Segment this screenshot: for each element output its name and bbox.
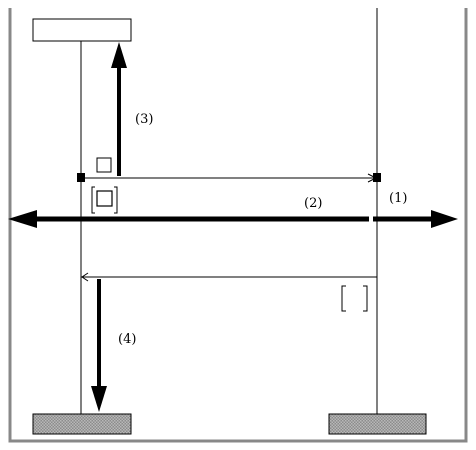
- lower-line-arrowhead: [81, 272, 89, 282]
- arrow-4-head: [91, 386, 107, 412]
- upper-line-left-marker: [77, 173, 85, 182]
- bracket-left: [91, 186, 95, 214]
- outer-frame: [8, 8, 468, 443]
- arrow-2-head: [8, 210, 37, 228]
- small-square-marker: [96, 157, 112, 173]
- label-2: (2): [304, 196, 322, 211]
- empty-bracket-left: [341, 285, 346, 312]
- bottom-left-block: [32, 413, 132, 435]
- arrow-1-head: [431, 210, 458, 228]
- bracket-right: [114, 186, 118, 214]
- bracketed-square: [96, 190, 113, 207]
- top-box: [32, 18, 132, 42]
- label-4: (4): [118, 332, 136, 347]
- upper-line-arrowhead: [367, 173, 378, 183]
- empty-bracket-right: [363, 285, 368, 312]
- arrow-3-head: [111, 42, 127, 68]
- label-1: (1): [389, 191, 407, 206]
- label-3: (3): [135, 112, 153, 127]
- bottom-right-block: [328, 413, 427, 435]
- upper-line-right-marker: [373, 173, 381, 182]
